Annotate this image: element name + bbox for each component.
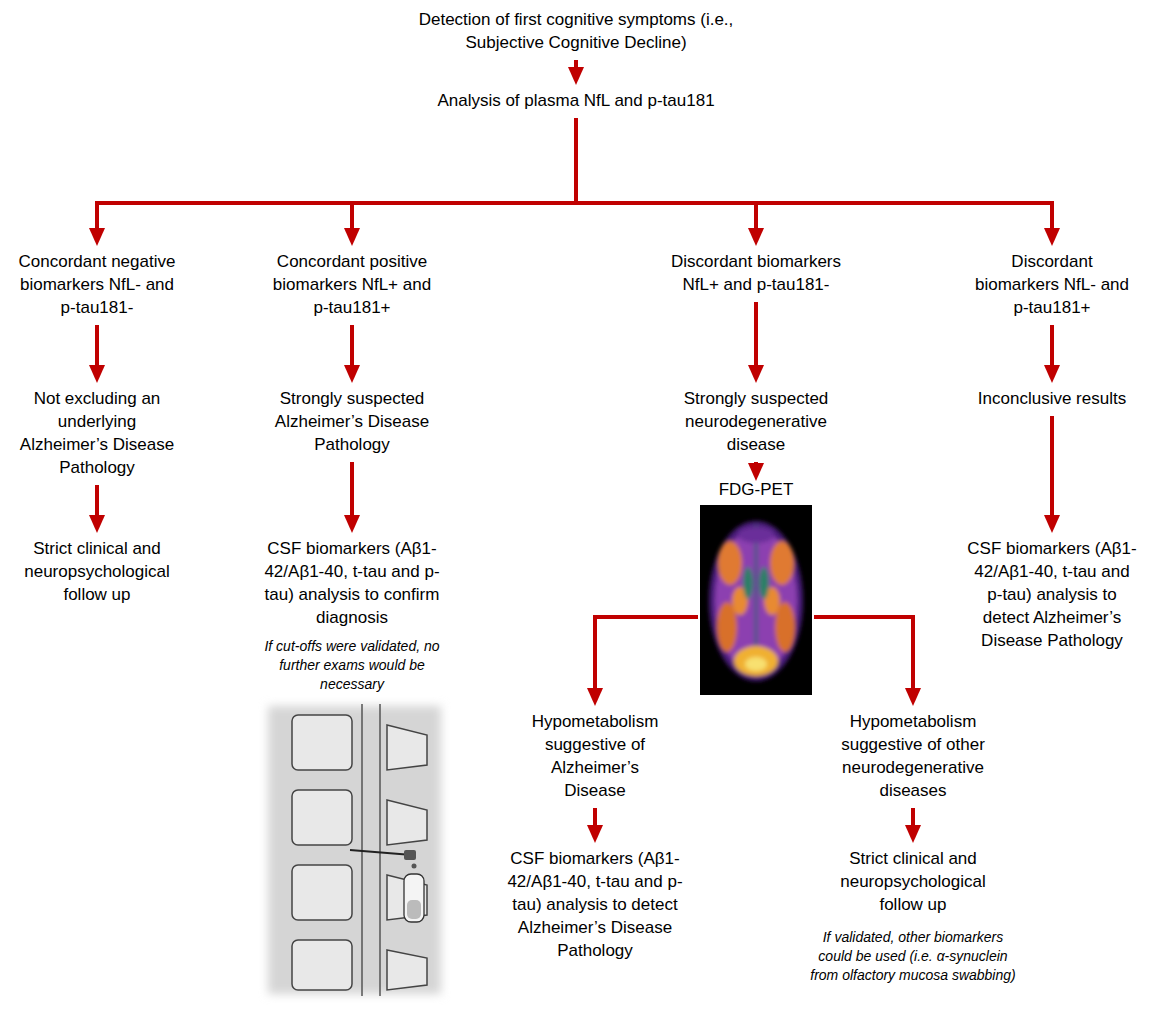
node-text: Discordant biomarkers NfL+ and p-tau181- [670,250,842,296]
flow-step: CSF biomarkers (Aβ1-42/Aβ1-40, t-tau and… [500,845,690,964]
note-text: If cut-offs were validated, no further e… [257,637,447,694]
node-text: Not excluding an underlying Alzheimer’s … [13,387,181,479]
flow-arrow [754,462,758,463]
node-text: FDG-PET [704,478,808,501]
node-text: CSF biomarkers (Aβ1-42/Aβ1-40, t-tau and… [966,537,1138,652]
lumbar-puncture-sketch [268,704,441,996]
flow-step: Hypometabolism suggestive of Alzheimer’s… [515,708,675,804]
flow-arrow [576,118,756,228]
node-text: Hypometabolism suggestive of Alzheimer’s… [519,710,671,802]
node-text: Strongly suspected Alzheimer’s Disease P… [266,387,438,456]
flow-step: Concordant negative biomarkers NfL- and … [9,248,185,321]
flow-step: Concordant positive biomarkers NfL+ and … [262,248,442,321]
flow-step: Inconclusive results [964,385,1140,412]
fdg-pet-image [700,505,812,695]
flow-arrow [352,118,576,228]
node-text: CSF biomarkers (Aβ1-42/Aβ1-40, t-tau and… [504,847,686,962]
node-text: Concordant positive biomarkers NfL+ and … [266,250,438,319]
node-text: Analysis of plasma NfL and p-tau181 [400,89,752,112]
flow-step: Discordant biomarkers NfL+ and p-tau181- [666,248,846,298]
flow-step: Detection of first cognitive symptoms (i… [396,6,756,56]
flow-arrow [97,118,576,228]
node-text: Detection of first cognitive symptoms (i… [400,8,752,54]
flow-step: Analysis of plasma NfL and p-tau181 [396,87,756,114]
flow-arrow [911,808,915,825]
flow-arrow [576,118,1052,228]
node-text: Strict clinical and neuropsychological f… [13,537,181,606]
flow-step: Hypometabolism suggestive of other neuro… [823,708,1003,804]
node-text: Strongly suspected neurodegenerative dis… [670,387,842,456]
node-text: Concordant negative biomarkers NfL- and … [13,250,181,319]
flow-arrow [350,462,354,515]
imaging-step: FDG-PET [700,476,812,696]
node-text: Discordant biomarkers NfL- and p-tau181+ [968,250,1136,319]
flow-step: CSF biomarkers (Aβ1-42/Aβ1-40, t-tau and… [962,535,1142,654]
node-text: Inconclusive results [968,387,1136,410]
flow-step: Discordant biomarkers NfL- and p-tau181+ [964,248,1140,321]
flow-arrow [1050,416,1054,515]
flow-step: Not excluding an underlying Alzheimer’s … [9,385,185,481]
node-text: CSF biomarkers (Aβ1-42/Aβ1-40, t-tau and… [261,537,443,629]
flow-arrow [95,485,99,515]
note-text: If validated, other biomarkers could be … [808,928,1018,985]
flow-step: Strongly suspected Alzheimer’s Disease P… [262,385,442,458]
flow-arrow [814,617,913,688]
node-text: Strict clinical and neuropsychological f… [827,847,999,916]
flow-arrow [754,302,758,365]
flow-step: CSF biomarkers (Aβ1-42/Aβ1-40, t-tau and… [257,535,447,631]
flow-step: Strict clinical and neuropsychological f… [823,845,1003,918]
flow-step: Strict clinical and neuropsychological f… [9,535,185,608]
flow-arrow [595,617,698,688]
node-text: Hypometabolism suggestive of other neuro… [827,710,999,802]
flow-arrow [574,60,578,67]
flow-arrow [95,325,99,365]
flow-arrow [350,325,354,365]
flow-arrow [593,808,597,825]
flow-arrow [1050,325,1054,365]
flow-step: Strongly suspected neurodegenerative dis… [666,385,846,458]
